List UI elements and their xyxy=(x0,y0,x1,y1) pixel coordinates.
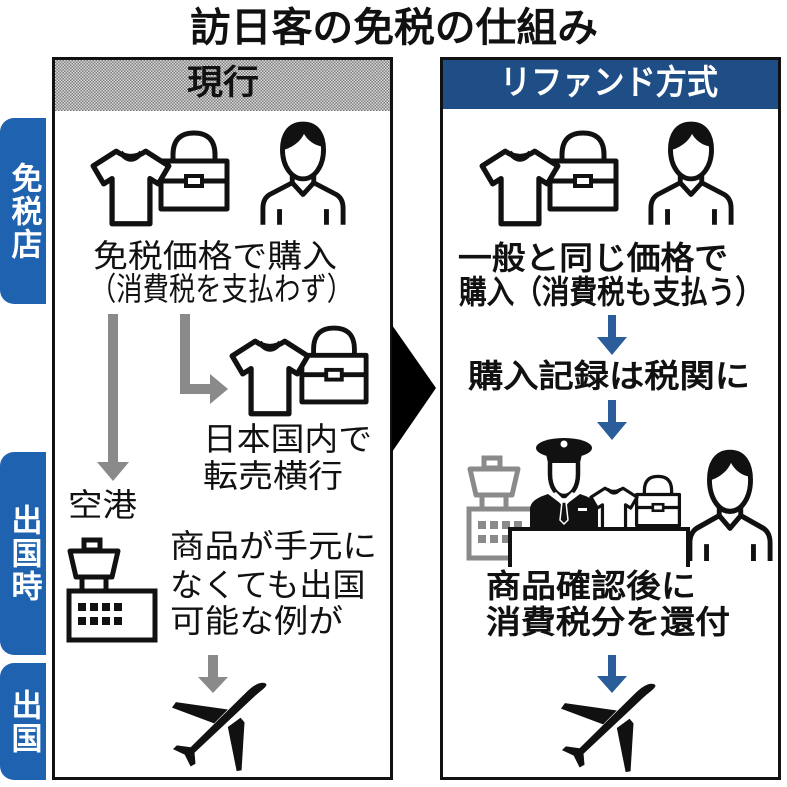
t-shirt-icon xyxy=(477,146,563,228)
arrow-down-icon xyxy=(597,315,627,355)
t-shirt-icon xyxy=(88,146,174,228)
arrow-down-icon xyxy=(198,655,228,693)
side-label-departure: 出国 xyxy=(0,663,46,780)
departure-line-2: なくても出国 xyxy=(170,566,366,604)
refund-system-header xyxy=(443,60,778,109)
current-purchase-line-1: 免税価格で購入 xyxy=(93,237,338,275)
person-icon xyxy=(647,118,735,226)
refund-purchase-line-1: 一般と同じ価格で xyxy=(458,239,729,277)
current-system-header xyxy=(55,60,390,111)
side-label-duty-free-shop: 免税店 xyxy=(0,118,46,304)
side-label-at-departure: 出国時 xyxy=(0,452,46,655)
refund-system-title: リファンド方式 xyxy=(500,63,718,103)
side-label-text: 出国時 xyxy=(5,504,42,603)
resale-line-2: 転売横行 xyxy=(203,457,344,495)
arrow-down-icon xyxy=(597,400,627,440)
person-icon xyxy=(686,446,774,562)
purchase-record-text: 購入記録は税関に xyxy=(468,357,751,395)
person-icon xyxy=(259,118,347,226)
arrow-down-icon xyxy=(597,655,627,693)
chevron-right-icon xyxy=(392,325,436,452)
refund-line-1: 商品確認後に xyxy=(486,567,697,605)
side-label-text: 出国 xyxy=(5,688,42,755)
customs-counter xyxy=(508,527,690,567)
current-system-title: 現行 xyxy=(187,63,259,103)
airplane-icon xyxy=(560,682,658,774)
departure-line-1: 商品が手元に xyxy=(170,527,378,565)
airport-tower-icon xyxy=(66,537,158,643)
airport-label: 空港 xyxy=(68,486,138,524)
airplane-icon xyxy=(171,681,269,773)
side-label-text: 免税店 xyxy=(5,161,42,261)
refund-line-2: 消費税分を還付 xyxy=(486,603,731,641)
arrow-right-turn-icon xyxy=(180,314,228,404)
current-purchase-line-2: （消費税を支払わず） xyxy=(90,270,354,308)
arrow-down-icon xyxy=(97,314,129,481)
refund-purchase-line-2: 購入（消費税も支払う） xyxy=(459,273,764,311)
t-shirt-icon xyxy=(227,336,313,418)
page-title: 訪日客の免税の仕組み xyxy=(190,5,598,51)
departure-line-3: 可能な例が xyxy=(170,602,344,640)
resale-line-1: 日本国内で xyxy=(203,420,373,458)
